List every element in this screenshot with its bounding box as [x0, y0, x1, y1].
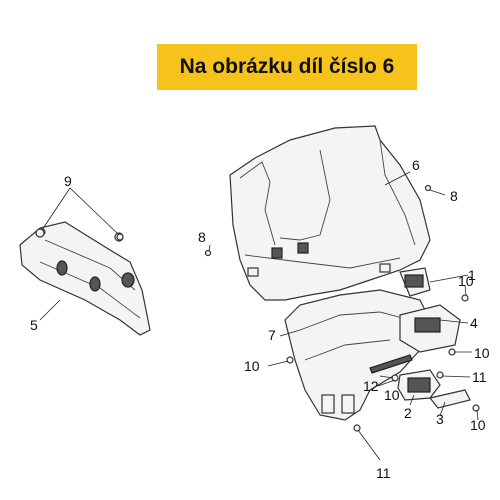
screw-10b-icon — [461, 294, 469, 302]
screw-9b-icon — [116, 233, 124, 241]
screw-10e-icon — [472, 404, 480, 412]
screw-11b-icon — [436, 371, 444, 379]
callout-4: 4 — [470, 315, 478, 331]
callout-7: 7 — [268, 327, 276, 343]
part-5-side-cover[interactable] — [19, 221, 151, 336]
callout-10e: 10 — [470, 417, 486, 433]
part-4-bracket[interactable] — [399, 304, 461, 353]
part-2-module[interactable] — [397, 369, 441, 401]
callout-1: 1 — [468, 267, 476, 283]
callout-12: 12 — [363, 378, 379, 394]
callout-8b: 8 — [450, 188, 458, 204]
part-number-banner: Na obrázku díl číslo 6 — [157, 44, 417, 90]
screw-10a-icon — [286, 356, 294, 364]
callout-5: 5 — [30, 317, 38, 333]
leader-lines — [39, 171, 479, 461]
screw-8b-icon — [424, 184, 432, 192]
part-1-bracket[interactable] — [399, 267, 431, 297]
part-12-strip[interactable] — [369, 354, 413, 374]
callout-10b: 10 — [244, 358, 260, 374]
banner-text: Na obrázku díl číslo 6 — [179, 55, 395, 78]
part-7-lower-panel[interactable] — [284, 289, 431, 421]
callout-6: 6 — [412, 157, 420, 173]
part-6-inner-panel[interactable] — [229, 125, 431, 301]
screw-9a-icon — [35, 228, 45, 238]
part-3-clip[interactable] — [428, 389, 471, 409]
screw-11a-icon — [353, 424, 361, 432]
screws — [35, 184, 480, 432]
callout-10a: 10 — [458, 273, 474, 289]
callout-11a: 11 — [376, 465, 391, 481]
callout-10d: 10 — [384, 387, 400, 403]
callout-9: 9 — [64, 173, 72, 189]
callout-10c: 10 — [474, 345, 490, 361]
screw-8a-icon — [204, 249, 212, 257]
callout-11b: 11 — [472, 369, 487, 385]
callout-labels: 9 5 6 8 8 10 1 4 7 10 10 11 12 10 2 3 10… — [30, 157, 490, 481]
callout-8a: 8 — [198, 229, 206, 245]
callout-2: 2 — [404, 405, 412, 421]
callout-3: 3 — [436, 411, 444, 427]
